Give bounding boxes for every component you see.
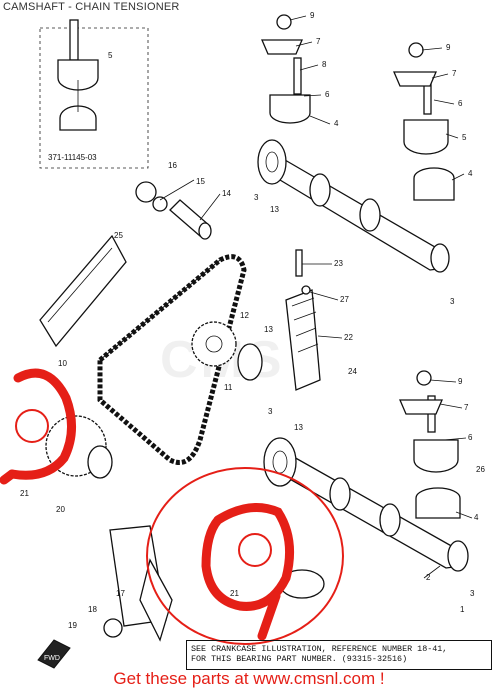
inset-frame [39,27,149,169]
upper-left-bearing-cap [261,14,311,124]
callout-9-lower: 9 [458,377,463,386]
callout-5-inset: 5 [108,51,113,60]
inset-bearing-cap [57,19,99,131]
callout-11: 11 [224,383,233,392]
callout-15: 15 [196,177,205,186]
callout-13-top: 13 [270,205,279,214]
callout-9-top: 9 [310,11,315,20]
callout-4-right: 4 [468,169,473,178]
upper-camshaft [257,139,450,273]
callout-27: 27 [340,295,349,304]
callout-21-bottom: 21 [230,589,239,598]
callout-24: 24 [348,367,357,376]
red-annotation-left [0,368,76,485]
chain-tensioner [285,289,321,391]
callout-23: 23 [334,259,343,268]
idler-sprocket [191,321,237,367]
inset-reference: 371-11145-03 [48,153,97,162]
callout-10: 10 [58,359,67,368]
callout-3-mid: 3 [268,407,273,416]
callout-7-lower: 7 [464,403,469,412]
shaft-pin [169,199,212,240]
callout-14: 14 [222,189,231,198]
callout-16: 16 [168,161,177,170]
callout-4-lower: 4 [474,513,479,522]
callout-26: 26 [476,465,485,474]
callout-19: 19 [68,621,77,630]
callout-8: 8 [322,60,327,69]
callout-7-right: 7 [452,69,457,78]
bearing-reference-note: SEE CRANKCASE ILLUSTRATION, REFERENCE NU… [186,640,492,670]
upper-right-bearing-cap [393,42,455,201]
callout-13-mid: 13 [264,325,273,334]
diagram-title: CAMSHAFT - CHAIN TENSIONER [3,1,180,13]
forward-label: FWD [44,655,60,662]
note-line-2: FOR THIS BEARING PART NUMBER. (93315-325… [191,654,408,664]
callout-7-top: 7 [316,37,321,46]
callout-12: 12 [240,311,249,320]
timing-chain [97,254,247,465]
callout-6-lower: 6 [468,433,473,442]
callout-2: 2 [426,573,431,582]
lower-camshaft [263,437,469,572]
forward-arrow-icon [37,639,71,669]
callout-21-left: 21 [20,489,29,498]
lower-right-bearing-cap [399,370,461,519]
callout-5-right: 5 [462,133,467,142]
callout-17: 17 [116,589,125,598]
callout-22: 22 [344,333,353,342]
note-line-1: SEE CRANKCASE ILLUSTRATION, REFERENCE NU… [191,644,448,654]
callout-3-top: 3 [254,193,259,202]
callout-4-top: 4 [334,119,339,128]
chain-guide [39,234,127,348]
cap-nut [103,618,123,638]
tensioner-housing [109,525,173,642]
o-ring [152,196,168,212]
callout-20: 20 [56,505,65,514]
callout-6-top: 6 [325,90,330,99]
callout-9-right: 9 [446,43,451,52]
callout-6-right: 6 [458,99,463,108]
callout-25: 25 [114,231,123,240]
callout-1: 1 [460,605,465,614]
callout-3-bottom: 3 [470,589,475,598]
tensioner-bolt [295,249,303,277]
idler-seal-ring [237,343,263,381]
promo-banner-link[interactable]: Get these parts at www.cmsnl.com ! [113,669,385,688]
oil-seal [135,181,157,203]
red-annotation-bottom [146,467,344,645]
callout-13-lower: 13 [294,423,303,432]
washer [301,285,311,295]
callout-3-right: 3 [450,297,455,306]
callout-18: 18 [88,605,97,614]
